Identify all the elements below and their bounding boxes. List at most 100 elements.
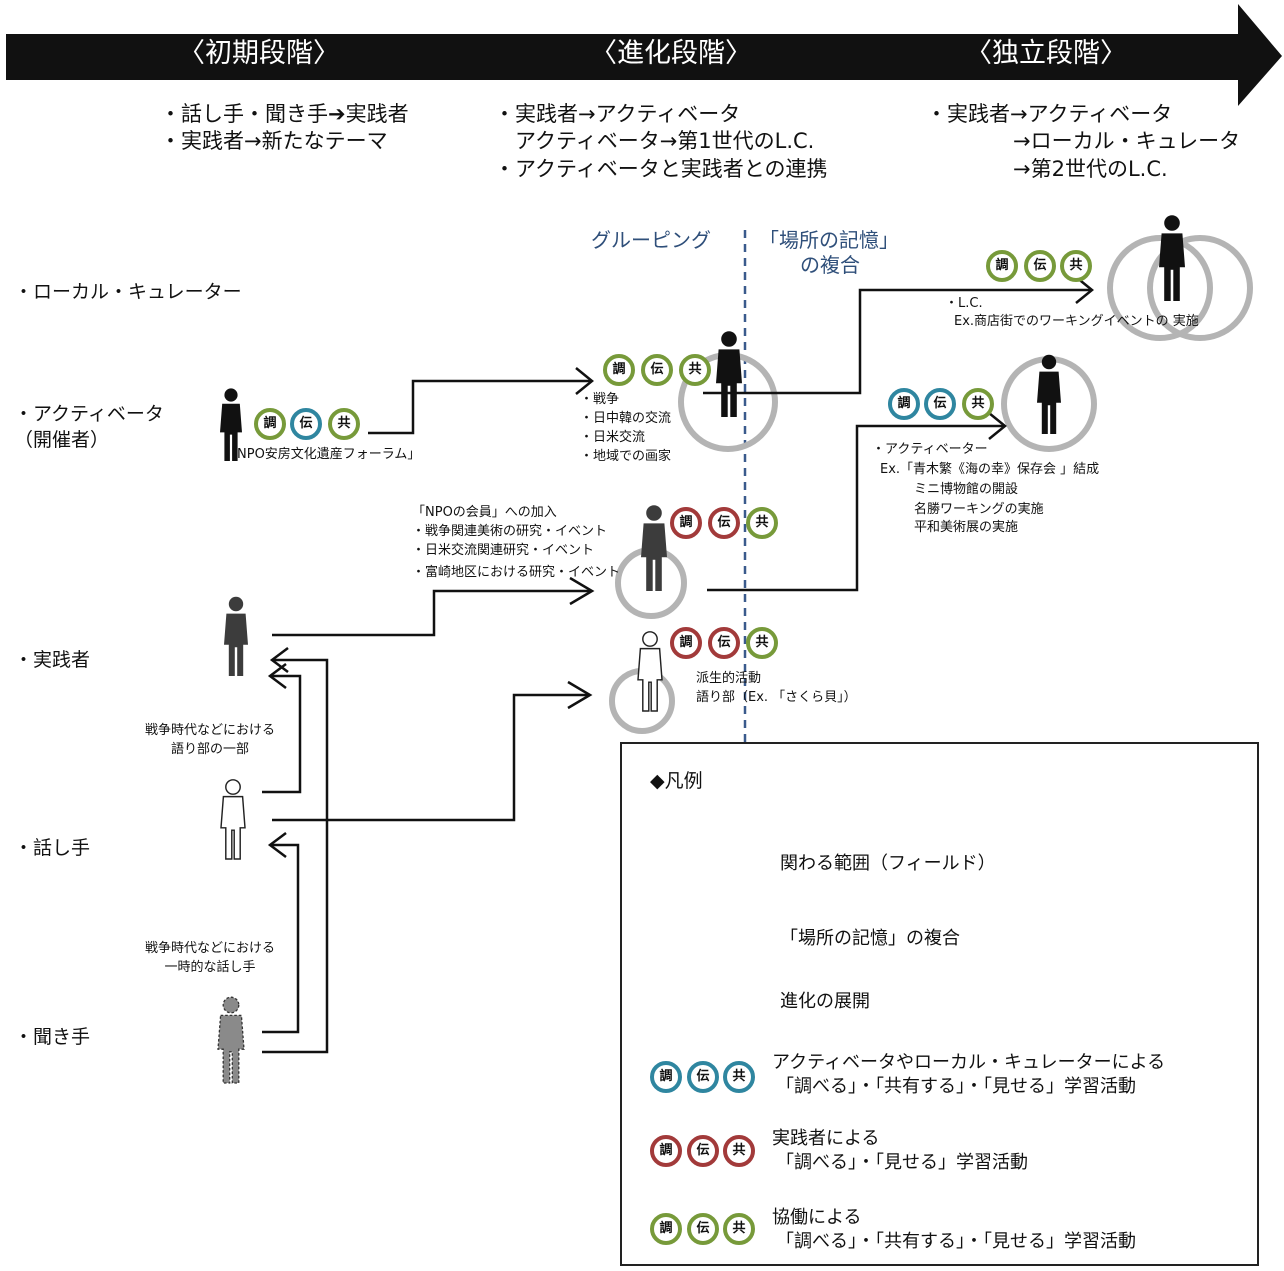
stage2-description: ・実践者→アクティベータ アクティベータ→第1世代のL.C. ・アクティベータと…: [494, 101, 827, 183]
memory-composite-label-2: の複合: [800, 253, 860, 277]
activator-topic: ・戦争: [580, 392, 620, 407]
legend-badge-tomo: 共: [723, 1061, 755, 1093]
arrow-listener-to-speaker: [262, 843, 300, 1034]
arrow-forum-to-activator-head: [575, 367, 594, 395]
activator-topic: ・日米交流: [580, 429, 646, 445]
arrow-forum-to-activator: [368, 379, 590, 435]
stage2-line: ・アクティベータと実践者との連携: [494, 156, 828, 181]
legend-memory-label: 「場所の記憶」の複合: [780, 928, 960, 949]
activator-topic: ・地域での画家: [580, 448, 672, 464]
role-activator-organizer: （開催者）: [14, 429, 110, 451]
derived-activity-notes: 派生的活動 語り部（Ex. 「さくら貝」）: [696, 670, 857, 708]
person-speaker: [220, 779, 246, 860]
role-activator: ・アクティベータ: [14, 403, 164, 425]
badge-tomo: 共: [328, 408, 360, 440]
npo-note: ・日米交流関連研究・イベント: [412, 542, 595, 558]
forum-label: 「NPO安房文化遺産フォーラム」: [224, 447, 421, 462]
npo-note: 「NPOの会員」への加入: [412, 505, 557, 520]
role-practitioner: ・実践者: [14, 649, 91, 671]
activator-topics: ・戦争 ・日中韓の交流 ・日米交流 ・地域での画家: [580, 391, 671, 466]
legend-badge-shirabe: 調: [650, 1135, 682, 1167]
arrow-practitioner-to-activator-head: [988, 412, 1007, 440]
stage3-line: →ローカル・キュレータ: [1013, 129, 1241, 153]
arrow-speaker-to-practitioner: [262, 674, 302, 794]
legend-badge-shirabe: 調: [650, 1213, 682, 1245]
badge-tomo: 共: [746, 627, 778, 659]
person-npo-member: [641, 505, 667, 591]
npo-note: ・富崎地区における研究・イベント: [412, 564, 621, 580]
arrow-speaker-to-derived: [272, 693, 590, 822]
legend-red-line-2: 「調べる」・「見せる」学習活動: [776, 1152, 1028, 1173]
arrow-listener-to-speaker-head: [267, 832, 287, 858]
badge-shirabe: 調: [670, 507, 702, 539]
war-speakers-line: 戦争時代などにおける: [145, 941, 276, 956]
badge-shirabe: 調: [888, 388, 920, 420]
npo-note: ・戦争関連美術の研究・イベント: [412, 523, 608, 539]
legend-title: ◆凡例: [650, 770, 703, 792]
legend-green-line-1: 協働による: [772, 1207, 862, 1228]
war-storytellers-note: 戦争時代などにおける 語り部の一部: [145, 722, 275, 760]
badge-tomo: 共: [679, 354, 711, 386]
badge-tsutae: 伝: [924, 388, 956, 420]
activator-stage3-example: Ex.「青木繁《海の幸》保存会 」結成: [880, 462, 1100, 477]
role-listener: ・聞き手: [14, 1026, 91, 1048]
legend-badge-tomo: 共: [723, 1135, 755, 1167]
stage3-title: 〈独立段階〉: [965, 38, 1127, 69]
badge-tsutae: 伝: [290, 408, 322, 440]
person-lc: [1159, 215, 1185, 301]
badge-shirabe: 調: [254, 408, 286, 440]
lc-note-title: ・L.C.: [945, 296, 983, 311]
war-speakers-line: 一時的な話し手: [164, 959, 256, 975]
legend-badge-tomo: 共: [723, 1213, 755, 1245]
activator-stage3-title: ・アクティベーター: [872, 442, 988, 457]
legend-badge-shirabe: 調: [650, 1061, 682, 1093]
stage1-description: ・話し手・聞き手➔実践者 ・実践者→新たなテーマ: [160, 101, 409, 156]
badge-shirabe: 調: [670, 627, 702, 659]
badge-tomo: 共: [1060, 250, 1092, 282]
badge-tsutae: 伝: [1024, 250, 1056, 282]
arrow-practitioner-to-npo: [272, 589, 592, 637]
stage3-description: ・実践者→アクティベータ: [926, 101, 1172, 128]
legend-red-line-1: 実践者による: [772, 1128, 880, 1149]
stage1-title: 〈初期段階〉: [178, 38, 340, 69]
person-activator-stage3: [1037, 354, 1061, 434]
npo-member-notes: 「NPOの会員」への加入 ・戦争関連美術の研究・イベント ・日米交流関連研究・イ…: [412, 504, 620, 582]
legend-badge-tsutae: 伝: [687, 1135, 719, 1167]
evolution-arrows: [262, 276, 1094, 1054]
stage1-line: ・実践者→新たなテーマ: [160, 129, 388, 154]
badge-tsutae: 伝: [641, 354, 673, 386]
arrow-listener-to-practitioner: [262, 658, 329, 1054]
badge-shirabe: 調: [603, 354, 635, 386]
memory-composite-label-1: 「場所の記憶」: [759, 228, 899, 252]
arrow-speaker-to-derived-head: [567, 680, 593, 710]
stage2-title: 〈進化段階〉: [590, 38, 752, 69]
badge-tsutae: 伝: [708, 507, 740, 539]
activator-stage3-item: 平和美術展の実施: [914, 520, 1019, 535]
person-practitioner: [224, 596, 248, 676]
role-local-curator: ・ローカル・キュレーター: [14, 281, 242, 303]
activator-topic: ・日中韓の交流: [580, 410, 672, 426]
derived-note: 語り部（Ex. 「さくら貝」）: [696, 689, 857, 705]
stage2-line: ・実践者→アクティベータ: [494, 102, 741, 126]
lc-note-example: Ex.商店街でのワーキングイベントの 実施: [954, 314, 1199, 329]
derived-note: 派生的活動: [696, 671, 762, 686]
stage1-line: ・話し手・聞き手➔実践者: [160, 102, 409, 126]
legend-blue-line-1: アクティベータやローカル・キュレーターによる: [772, 1052, 1166, 1073]
legend-box: [620, 742, 1259, 1266]
person-activator-stage2: [716, 331, 742, 417]
memory-circle-left: [1107, 235, 1213, 341]
activator-stage3-item: ミニ博物館の開設: [914, 482, 1019, 497]
legend-field-label: 関わる範囲（フィールド）: [780, 853, 996, 874]
stage3-line: →第2世代のL.C.: [1013, 157, 1168, 181]
badge-shirabe: 調: [986, 250, 1018, 282]
war-storytellers-line: 戦争時代などにおける: [145, 723, 276, 738]
grouping-label: グルーピング: [591, 228, 711, 252]
war-storytellers-line: 語り部の一部: [171, 741, 250, 757]
stage3-line: ・実践者→アクティベータ: [926, 102, 1173, 126]
legend-badge-tsutae: 伝: [687, 1213, 719, 1245]
stage-banner-arrow: [6, 4, 1282, 106]
arrow-practitioner-to-npo-head: [569, 576, 595, 606]
activator-stage3-item: 名勝ワーキングの実施: [914, 502, 1044, 517]
person-listener: [217, 996, 245, 1084]
badge-tomo: 共: [746, 507, 778, 539]
